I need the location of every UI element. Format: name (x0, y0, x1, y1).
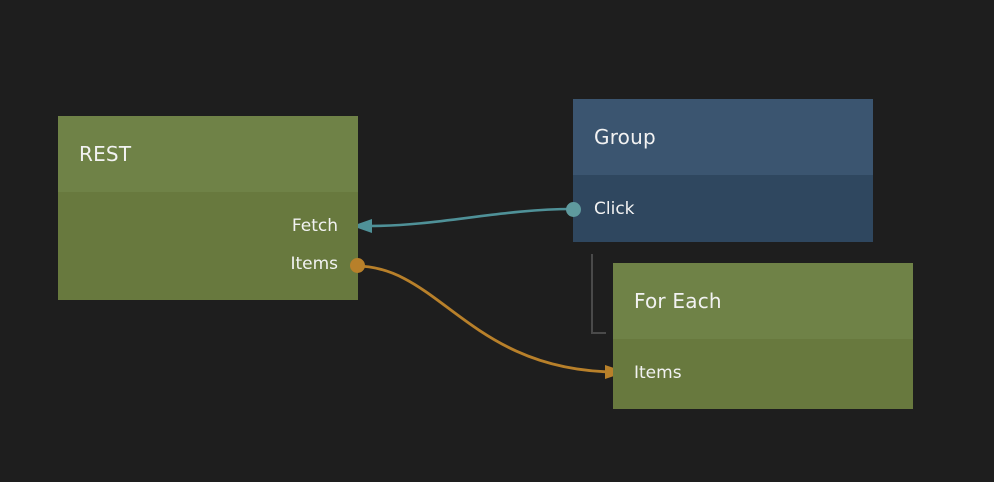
edge-click-to-fetch (366, 207, 575, 228)
port-rest-fetch[interactable]: Fetch (292, 214, 338, 238)
port-rest-items[interactable]: Items (290, 252, 338, 276)
node-foreach-title: For Each (634, 289, 722, 313)
node-foreach[interactable]: For Each Items (613, 263, 913, 409)
node-foreach-body: Items (613, 339, 913, 409)
node-group-title: Group (594, 125, 656, 149)
group-containment-bracket (591, 254, 606, 334)
node-group-body: Click (573, 175, 873, 242)
node-foreach-header[interactable]: For Each (613, 263, 913, 339)
node-rest-body: Fetch Items (58, 192, 358, 300)
port-group-click-label: Click (594, 199, 635, 219)
node-rest[interactable]: REST Fetch Items (58, 116, 365, 300)
port-dot-group-click[interactable] (566, 202, 581, 217)
port-foreach-items[interactable]: Items (634, 361, 682, 385)
port-rest-fetch-label: Fetch (291, 216, 338, 236)
port-group-click[interactable]: Click (594, 197, 635, 221)
edge-items-to-items (354, 264, 620, 374)
port-foreach-items-label: Items (634, 363, 682, 383)
node-rest-header[interactable]: REST (58, 116, 358, 192)
port-rest-items-label: Items (290, 254, 338, 274)
node-rest-title: REST (79, 142, 132, 166)
port-dot-rest-items[interactable] (350, 258, 365, 273)
node-group-header[interactable]: Group (573, 99, 873, 175)
node-group[interactable]: Group Click (566, 99, 873, 242)
